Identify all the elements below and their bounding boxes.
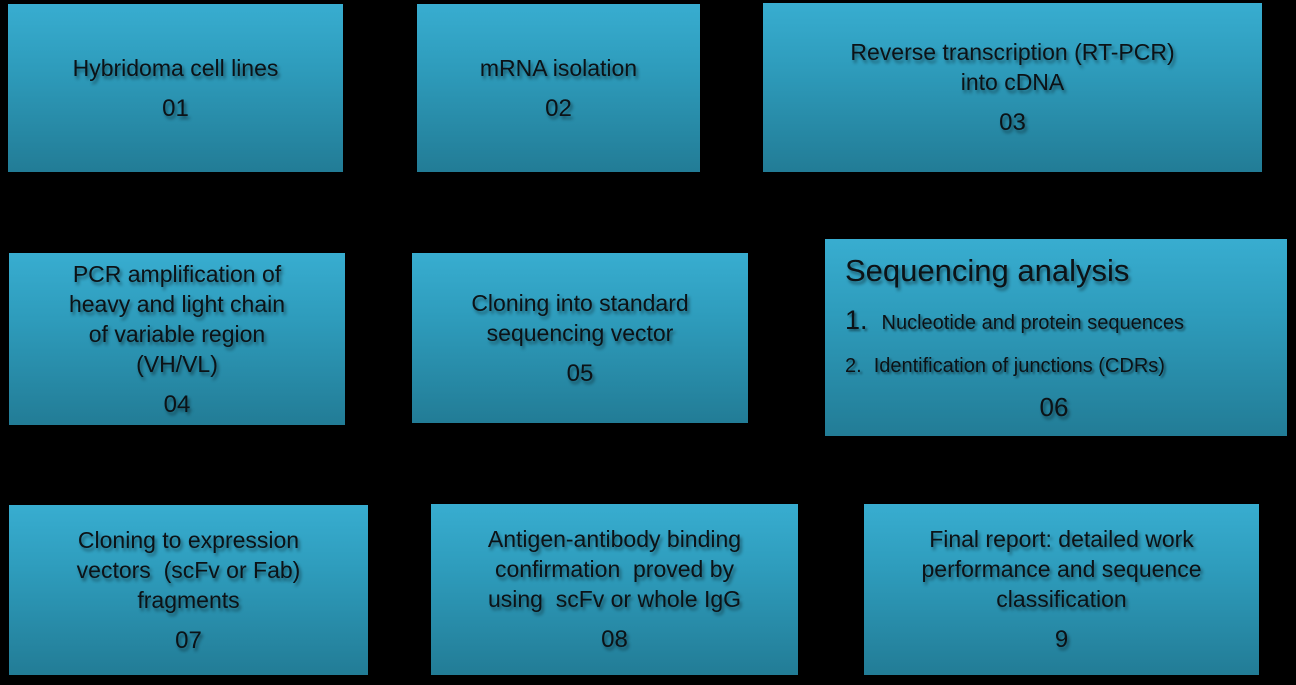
step-box-03: Reverse transcription (RT-PCR) into cDNA…	[763, 3, 1262, 172]
sequencing-item-1: 1. Nucleotide and protein sequences	[845, 307, 1263, 336]
step-title: PCR amplification of heavy and light cha…	[68, 260, 286, 377]
step-number: 04	[163, 390, 191, 418]
step-number: 01	[162, 94, 189, 122]
item-marker: 2.	[845, 355, 862, 377]
step-title: Reverse transcription (RT-PCR) into cDNA	[850, 39, 1175, 95]
step-box-07: Cloning to expression vectors (scFv or F…	[9, 505, 368, 675]
step-title: Sequencing analysis	[845, 253, 1130, 288]
item-text: Nucleotide and protein sequences	[881, 312, 1184, 334]
step-number: 07	[175, 626, 202, 654]
item-marker: 1.	[845, 305, 868, 335]
step-number: 02	[545, 94, 572, 122]
sequencing-item-2: 2. Identification of junctions (CDRs)	[845, 353, 1263, 379]
step-number: 9	[1054, 626, 1069, 653]
step-title: mRNA isolation	[479, 54, 638, 81]
step-box-08: Antigen-antibody binding confirmation pr…	[431, 504, 798, 675]
step-title: Cloning into standard sequencing vector	[471, 289, 689, 346]
step-number: 03	[999, 109, 1026, 136]
step-box-02: mRNA isolation 02	[417, 4, 700, 172]
step-number: 05	[566, 359, 594, 387]
step-number: 08	[601, 626, 628, 653]
step-box-05: Cloning into standard sequencing vector …	[412, 253, 748, 423]
step-box-06: Sequencing analysis 1. Nucleotide and pro…	[825, 239, 1287, 436]
step-box-09: Final report: detailed work performance …	[864, 504, 1259, 675]
step-title: Hybridoma cell lines	[72, 54, 279, 81]
step-title: Antigen-antibody binding confirmation pr…	[487, 526, 742, 612]
step-box-01: Hybridoma cell lines 01	[8, 4, 343, 172]
step-title: Cloning to expression vectors (scFv or F…	[76, 526, 301, 613]
step-title: Final report: detailed work performance …	[921, 526, 1202, 612]
item-text: Identification of junctions (CDRs)	[873, 355, 1165, 377]
step-box-04: PCR amplification of heavy and light cha…	[9, 253, 345, 425]
step-number: 06	[1039, 392, 1069, 422]
